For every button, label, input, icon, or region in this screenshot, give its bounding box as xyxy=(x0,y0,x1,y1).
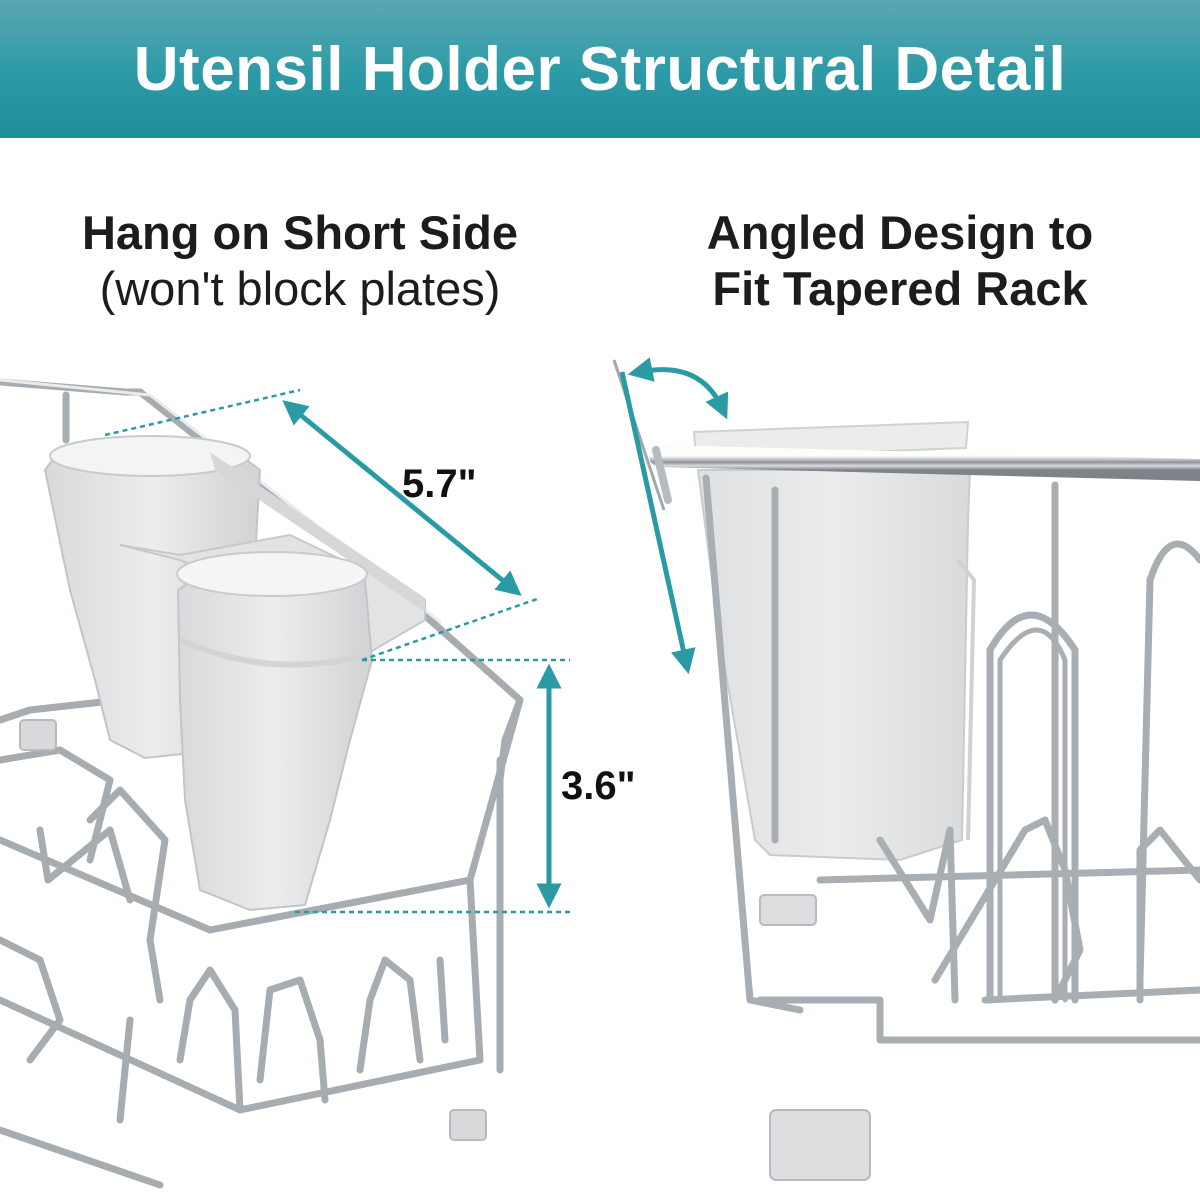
height-dimension xyxy=(295,658,570,914)
left-rack-foot-icon xyxy=(449,1109,487,1141)
right-rack-foot-icon xyxy=(759,894,817,926)
angle-indicator xyxy=(612,357,729,675)
left-panel-heading: Hang on Short Side (won't block plates) xyxy=(40,205,560,317)
title-banner: Utensil Holder Structural Detail xyxy=(0,0,1200,138)
left-rack-foot-icon xyxy=(19,719,57,751)
right-utensil-holder xyxy=(692,420,977,862)
right-rack-foot-icon xyxy=(769,1109,871,1181)
right-heading-line2: Fit Tapered Rack xyxy=(712,262,1088,315)
height-dimension-label: 3.6" xyxy=(561,764,636,808)
right-rack-top-bar xyxy=(649,445,1200,504)
right-panel-heading: Angled Design to Fit Tapered Rack xyxy=(640,205,1160,317)
right-dish-rack xyxy=(702,474,1200,1044)
left-heading-text: Hang on Short Side xyxy=(81,206,519,259)
banner-title: Utensil Holder Structural Detail xyxy=(133,34,1067,104)
left-dish-rack xyxy=(0,378,524,1189)
left-subheading-text: (won't block plates) xyxy=(99,262,501,315)
width-dimension xyxy=(104,388,541,662)
right-heading-line1: Angled Design to xyxy=(706,206,1094,259)
width-dimension-label: 5.7" xyxy=(402,462,477,506)
